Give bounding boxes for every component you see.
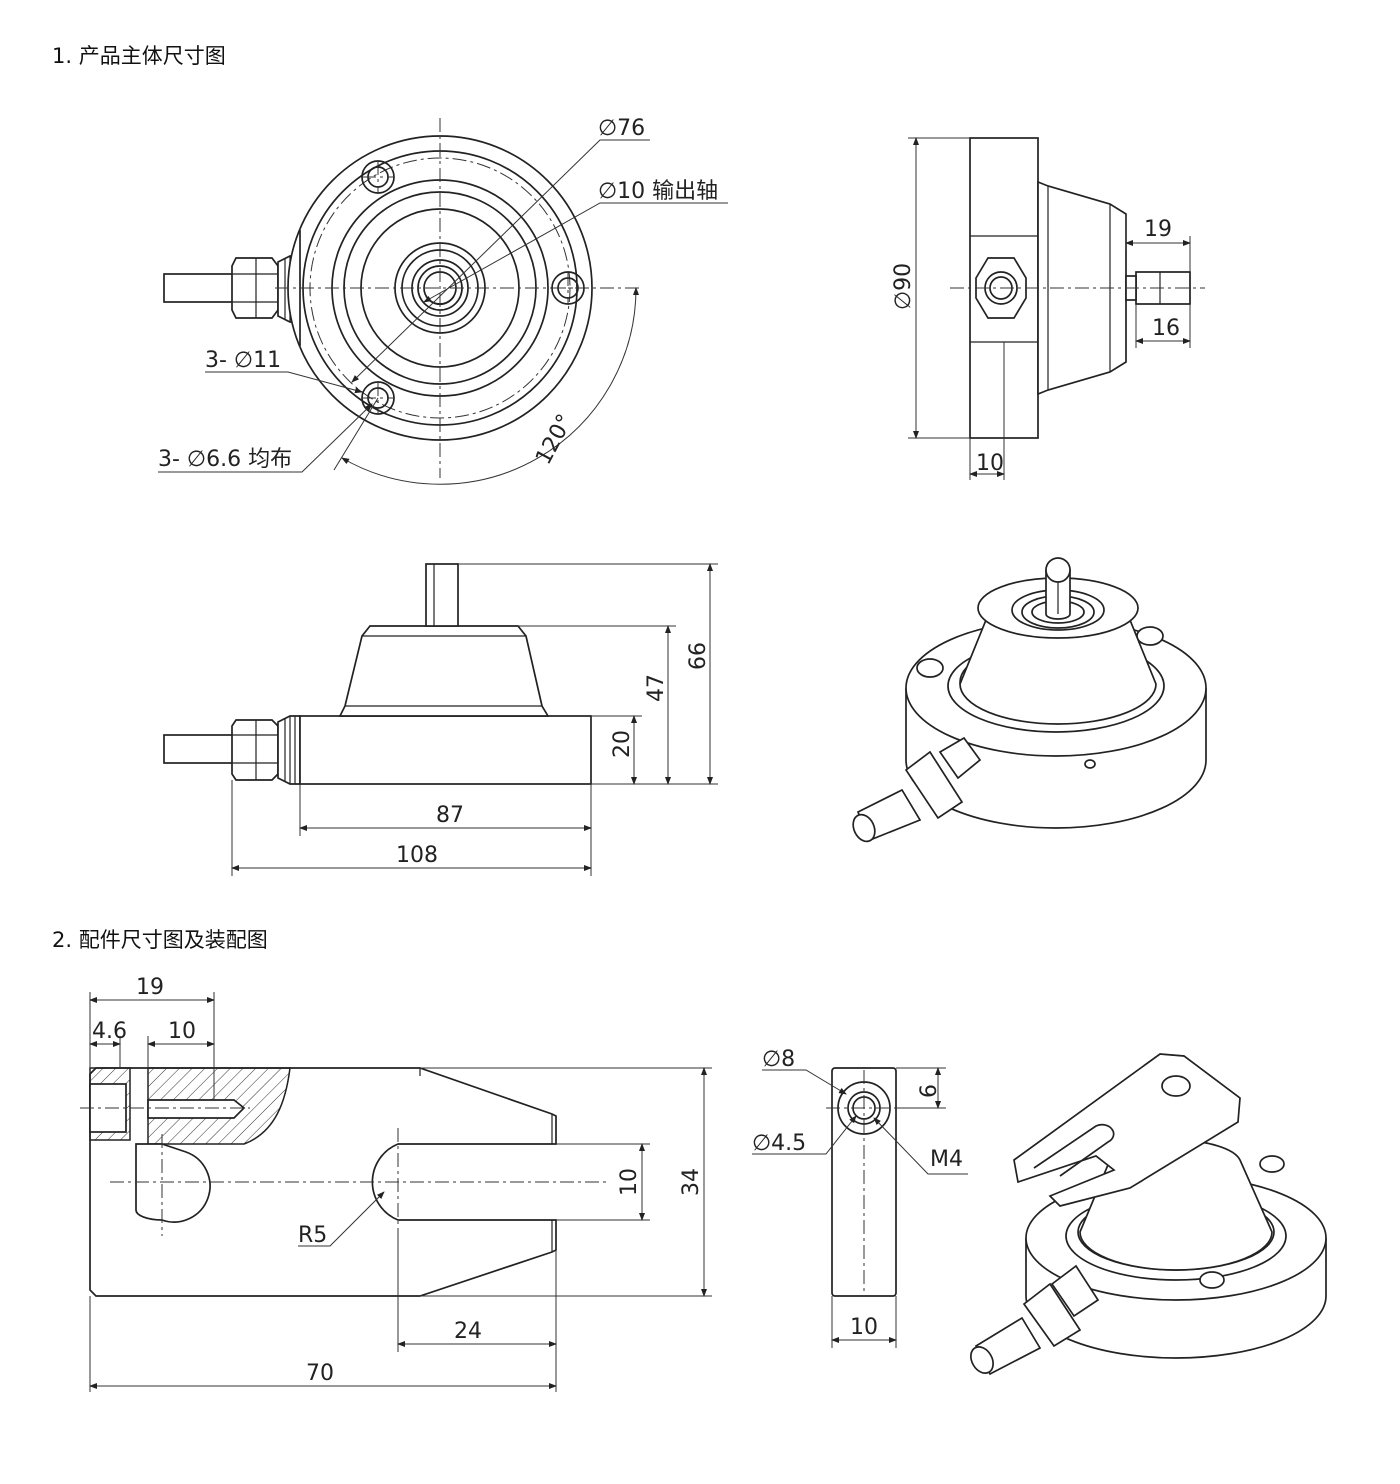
fork-plan-view <box>80 992 712 1392</box>
dim-side-10: 10 <box>850 1315 878 1340</box>
dim-87: 87 <box>436 803 464 828</box>
elev-cone <box>338 625 550 717</box>
dim-3-d6-6: 3- ∅6.6 均布 <box>158 447 292 472</box>
dim-d76: ∅76 <box>598 116 645 141</box>
assembly-iso-view <box>970 1053 1327 1376</box>
dim-10: 10 <box>976 451 1004 476</box>
dim-fork-34: 34 <box>679 1168 704 1196</box>
side-view <box>908 137 1205 480</box>
dim-fork-24: 24 <box>454 1319 482 1344</box>
dim-16: 16 <box>1152 316 1180 341</box>
iso-gland <box>904 750 964 820</box>
dim-fork-70: 70 <box>306 1361 334 1386</box>
dim-19: 19 <box>1144 217 1172 242</box>
dim-108: 108 <box>396 843 438 868</box>
cable <box>163 273 235 303</box>
dim-d10-shaft: ∅10 输出轴 <box>598 179 718 204</box>
asm-gland <box>1022 1282 1082 1348</box>
dim-d8: ∅8 <box>762 1047 795 1072</box>
dim-fork-10: 10 <box>168 1019 196 1044</box>
fork-bolt <box>147 1099 246 1119</box>
dim-fork-slot-10: 10 <box>617 1168 642 1196</box>
elev-cable <box>163 734 235 764</box>
dim-fork-19: 19 <box>136 975 164 1000</box>
dim-66: 66 <box>686 642 711 670</box>
cable-gland <box>231 257 279 319</box>
dim-fork-r5: R5 <box>298 1223 327 1248</box>
dim-side-6: 6 <box>917 1084 942 1098</box>
front-view <box>158 118 728 485</box>
elev-shaft <box>425 563 459 627</box>
elev-base <box>299 715 592 785</box>
dim-angle-120: 120° <box>531 410 578 469</box>
dim-20: 20 <box>610 730 635 758</box>
dim-3-d11: 3- ∅11 <box>205 348 281 373</box>
section-1-title: 1. 产品主体尺寸图 <box>52 44 226 68</box>
section-2-title: 2. 配件尺寸图及装配图 <box>52 928 268 952</box>
elevation-view <box>163 563 718 876</box>
dim-47: 47 <box>644 674 669 702</box>
dim-m4: M4 <box>930 1147 963 1172</box>
iso-view-body <box>852 557 1207 843</box>
dim-fork-4-6: 4.6 <box>92 1019 127 1044</box>
dim-d90: ∅90 <box>891 263 916 310</box>
dim-d4-5: ∅4.5 <box>752 1131 806 1156</box>
fork-side-view <box>752 1067 968 1348</box>
